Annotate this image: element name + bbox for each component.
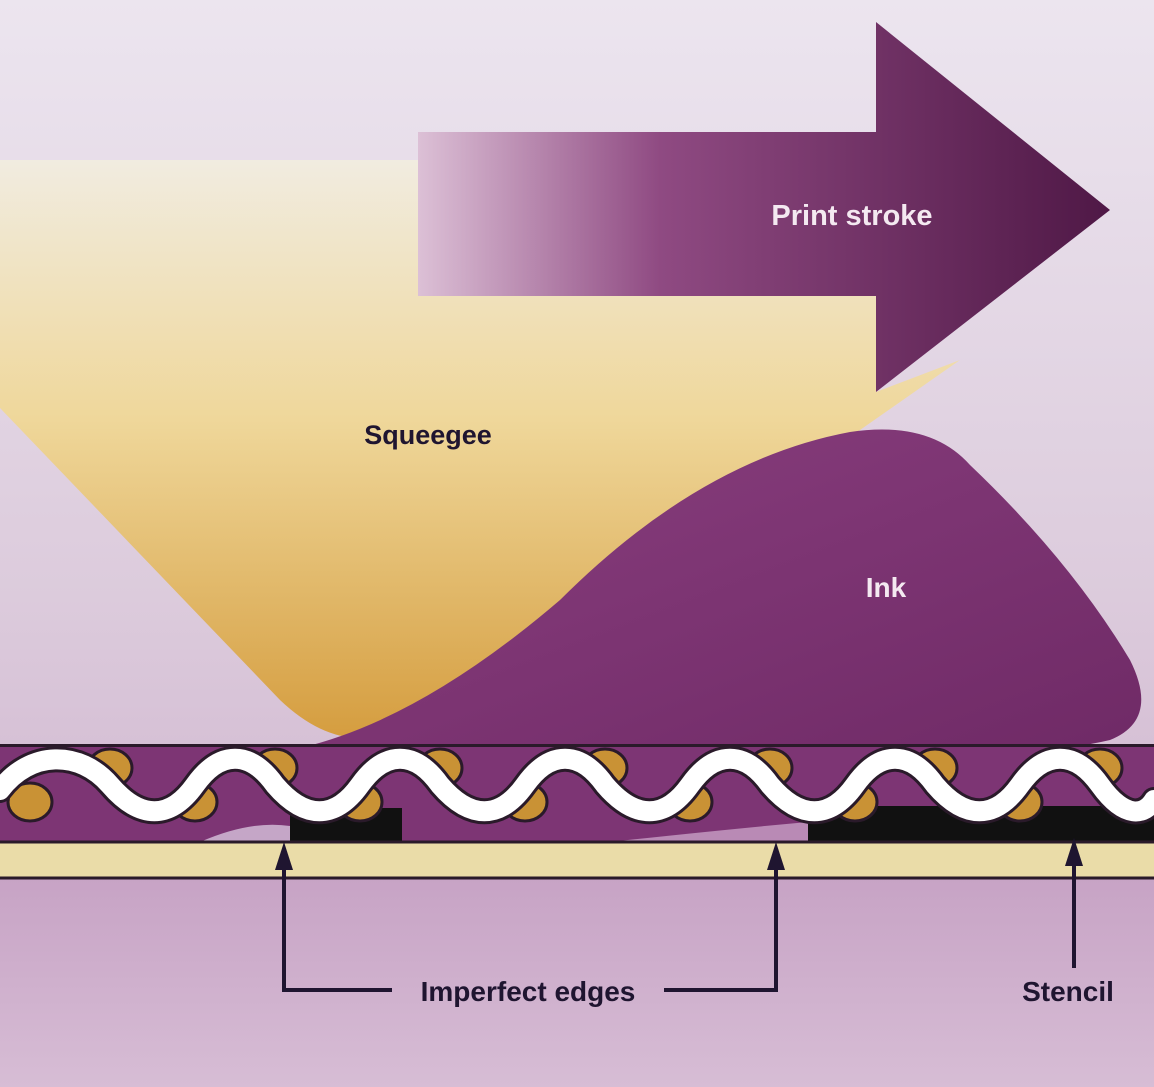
arrowhead-right-edge <box>767 842 785 870</box>
band-top-line <box>0 744 1154 747</box>
mesh-thread <box>0 748 1154 822</box>
label-imperfect-edges: Imperfect edges <box>421 976 636 1007</box>
substrate <box>0 842 1154 878</box>
label-print-stroke: Print stroke <box>771 200 932 232</box>
arrowhead-stencil <box>1065 838 1083 866</box>
label-ink: Ink <box>866 572 907 603</box>
print-stroke-arrow <box>418 22 1110 392</box>
imperfect-edges-callout <box>282 858 778 992</box>
ink-leak-right <box>610 822 808 842</box>
lower-background <box>0 878 1154 1087</box>
ink-blob <box>300 429 1142 752</box>
label-stencil: Stencil <box>1022 976 1114 1007</box>
arrowhead-left-edge <box>275 842 293 870</box>
ink-leak-left <box>200 824 290 842</box>
squeegee-blade <box>0 160 960 738</box>
label-squeegee: Squeegee <box>364 420 492 450</box>
